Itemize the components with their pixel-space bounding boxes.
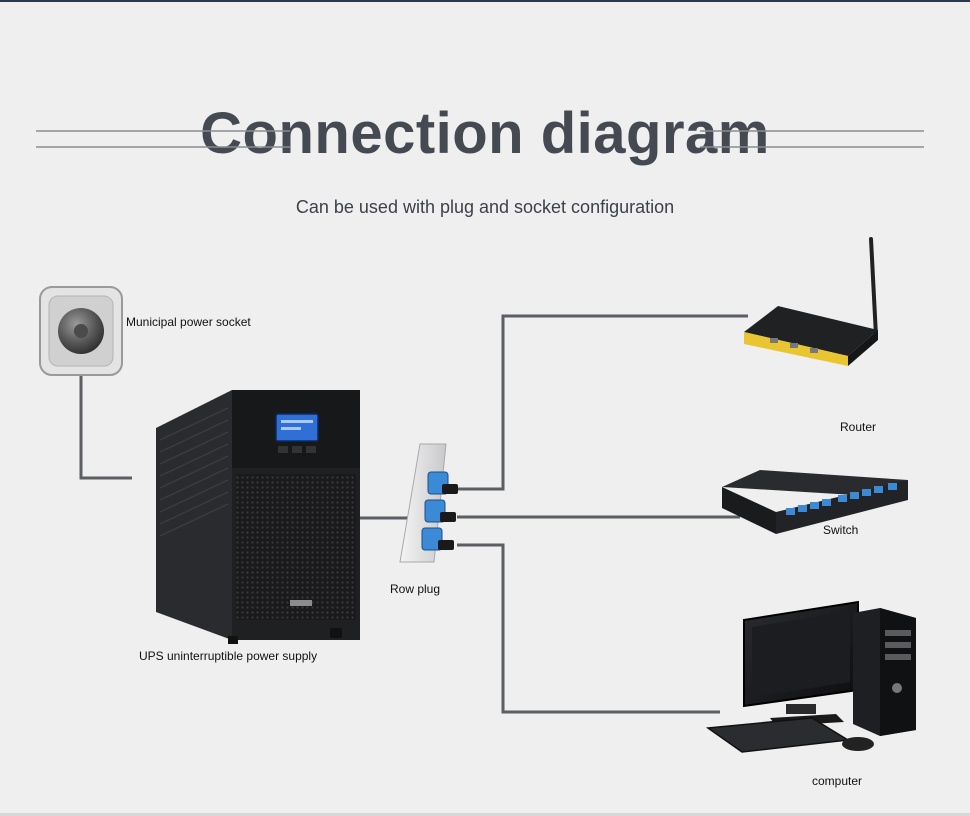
router-label: Router <box>840 420 877 434</box>
computer-label: computer <box>812 774 863 788</box>
connection-lines <box>79 314 748 714</box>
computer-icon <box>705 600 916 753</box>
title-rules <box>36 130 924 148</box>
switch-icon <box>722 470 908 534</box>
socket-to-ups-line <box>79 374 132 480</box>
page-title: Connection diagram <box>200 101 770 166</box>
ups-device-icon <box>156 390 360 644</box>
ups-label: UPS uninterruptible power supply <box>139 649 318 663</box>
wall-socket-icon <box>39 286 123 376</box>
socket-label: Municipal power socket <box>126 315 251 329</box>
bottom-border <box>0 813 970 816</box>
row-plug-label: Row plug <box>390 582 441 596</box>
strip-to-computer-line <box>457 543 720 714</box>
power-strip-icon <box>399 443 458 563</box>
switch-label: Switch <box>823 523 859 537</box>
strip-to-router-line <box>457 314 748 491</box>
router-icon <box>744 237 878 366</box>
top-border <box>0 0 970 2</box>
page-subtitle: Can be used with plug and socket configu… <box>295 197 675 217</box>
